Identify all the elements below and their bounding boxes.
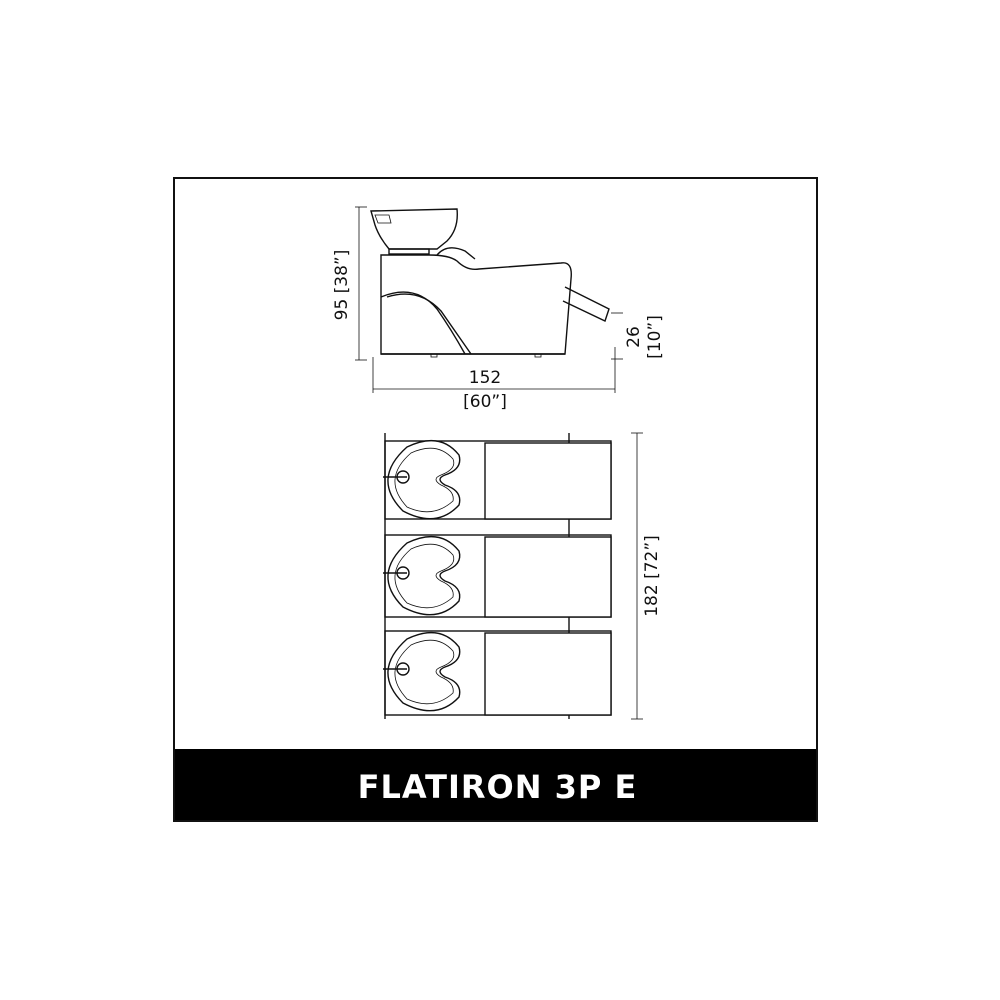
title-bar: FLATIRON 3P E <box>175 749 816 820</box>
legrest-metric-label: 26 <box>624 326 644 348</box>
length-metric-label: 152 <box>469 368 501 388</box>
basin-bowl <box>370 208 458 250</box>
drawing-frame: 95 [38”] 152 [60”] 26 [10”] 182 [72”] <box>173 177 818 822</box>
side-view: 95 [38”] 152 [60”] 26 [10”] <box>332 206 665 412</box>
shampoo-unit-1 <box>383 439 612 520</box>
top-view: 182 [72”] <box>383 432 662 720</box>
shampoo-unit-3 <box>383 630 612 716</box>
length-imperial-label: [60”] <box>463 392 507 412</box>
chair-body <box>380 254 572 355</box>
total-width-label: 182 [72”] <box>642 535 662 617</box>
leg-rest <box>562 286 610 322</box>
shampoo-unit-2 <box>383 534 612 618</box>
product-title: FLATIRON 3P E <box>357 767 638 806</box>
height-label: 95 [38”] <box>332 250 352 321</box>
technical-drawing: 95 [38”] 152 [60”] 26 [10”] 182 [72”] <box>332 206 665 720</box>
legrest-imperial-label: [10”] <box>645 315 665 359</box>
